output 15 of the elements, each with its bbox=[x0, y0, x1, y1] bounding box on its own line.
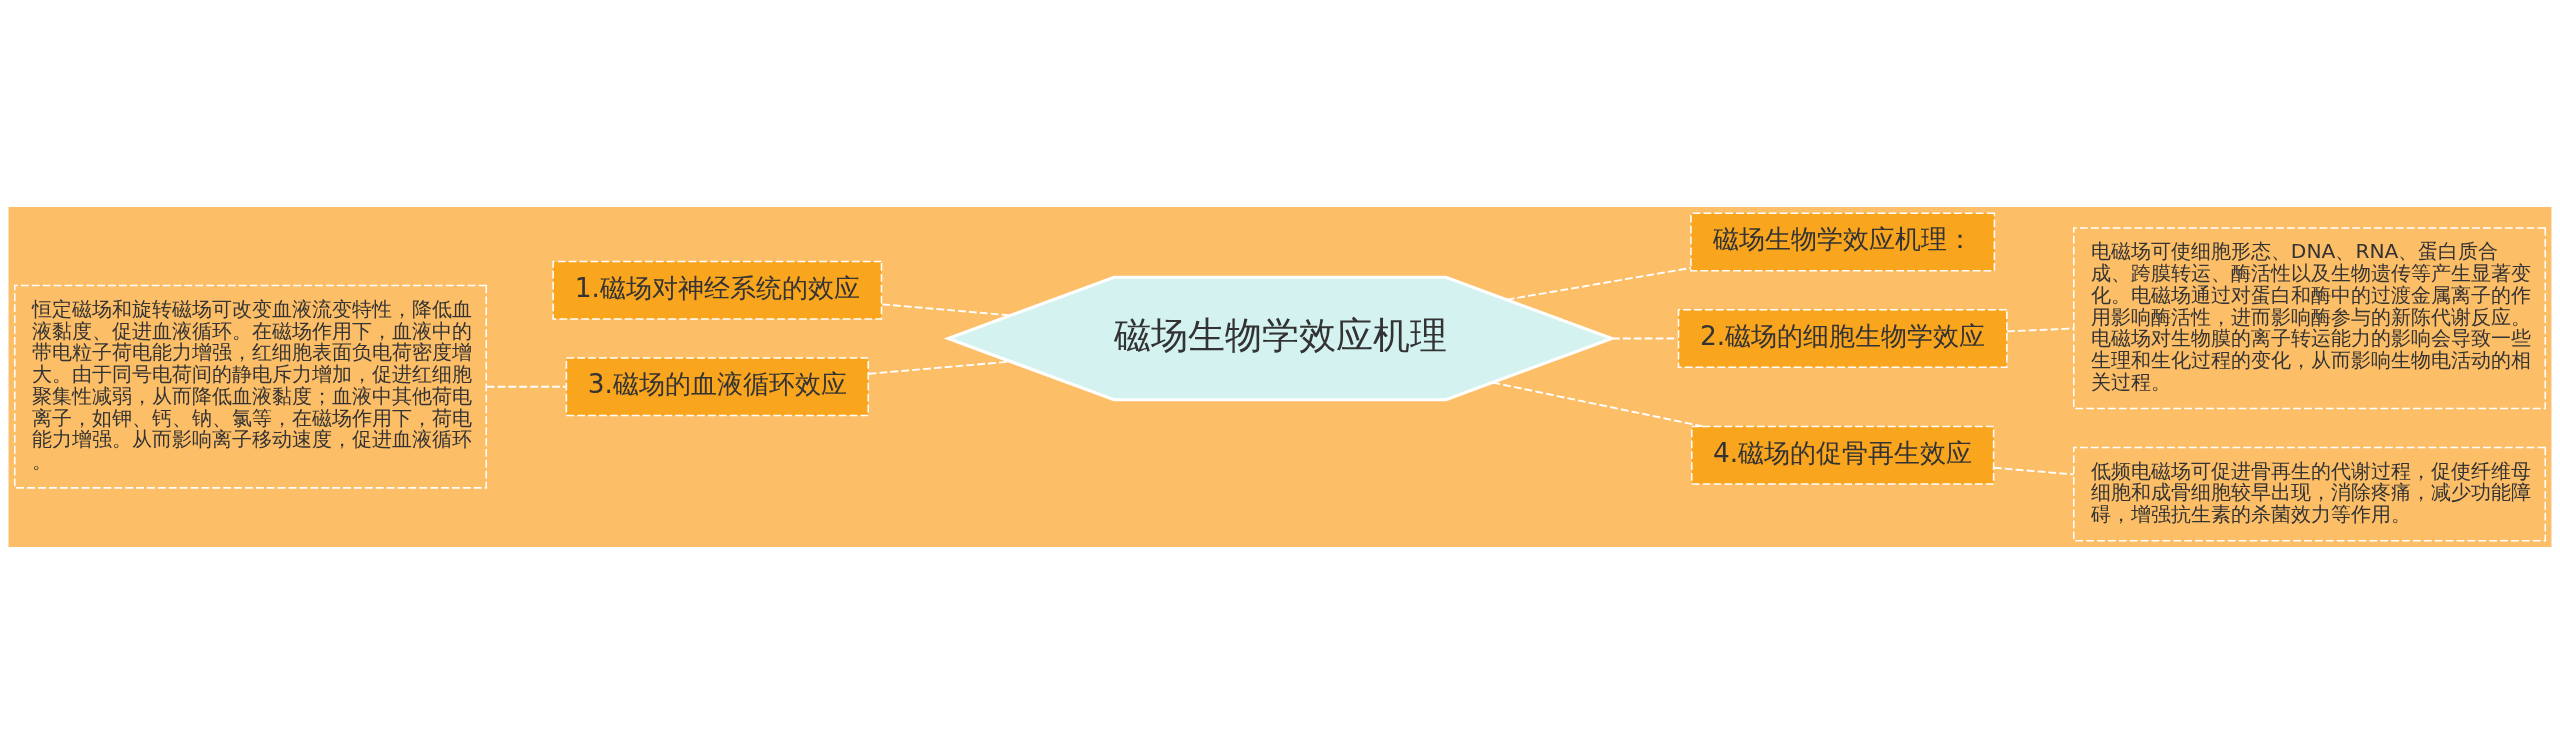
connector bbox=[1505, 266, 1692, 301]
node-box: 磁场生物学效应机理： bbox=[1690, 212, 1996, 272]
node-box: 2.磁场的细胞生物学效应 bbox=[1677, 308, 2008, 369]
connector bbox=[2006, 327, 2075, 333]
node-box: 电磁场可使细胞形态、DNA、RNA、蛋白质合成、跨膜转运、酶活性以及生物遗传等产生显著变化。电磁场通过对蛋白和酶中的过渡金属离子的作用影响酶活性，进而影响酶参与的新陈代谢反应。电磁场对生物膜的离子转运能力的影响会导致一些生理和生化过程的变化，从而影响生物电活动的相关过程。 bbox=[2073, 227, 2546, 410]
connector bbox=[1993, 466, 2075, 476]
connector bbox=[485, 385, 567, 388]
node-box: 1.磁场对神经系统的效应 bbox=[552, 260, 883, 320]
connector bbox=[1611, 337, 1679, 340]
node-box: 低频电磁场可促进骨再生的代谢过程，促使纤维母细胞和成骨细胞较早出现，消除疼痛，减少功能障碍，增强抗生素的杀菌效力等作用。 bbox=[2073, 446, 2546, 542]
node-box: 恒定磁场和旋转磁场可改变血液流变特性，降低血液黏度、促进血液循环。在磁场作用下，血液中的带电粒子荷电能力增强，红细胞表面负电荷密度增大。由于同号电荷间的静电斥力增加，促进红细胞聚集性减弱，从而降低血液黏度；血液中其他荷电离子，如钾、钙、钠、氯等，在磁场作用下，荷电能力增强。从而影响离子移动速度，促进血液循环。 bbox=[14, 284, 487, 489]
node-box: 3.磁场的血液循环效应 bbox=[565, 357, 870, 417]
connector bbox=[881, 303, 1012, 317]
connector bbox=[1491, 381, 1704, 428]
node-box: 4.磁场的促骨再生效应 bbox=[1690, 425, 1995, 485]
